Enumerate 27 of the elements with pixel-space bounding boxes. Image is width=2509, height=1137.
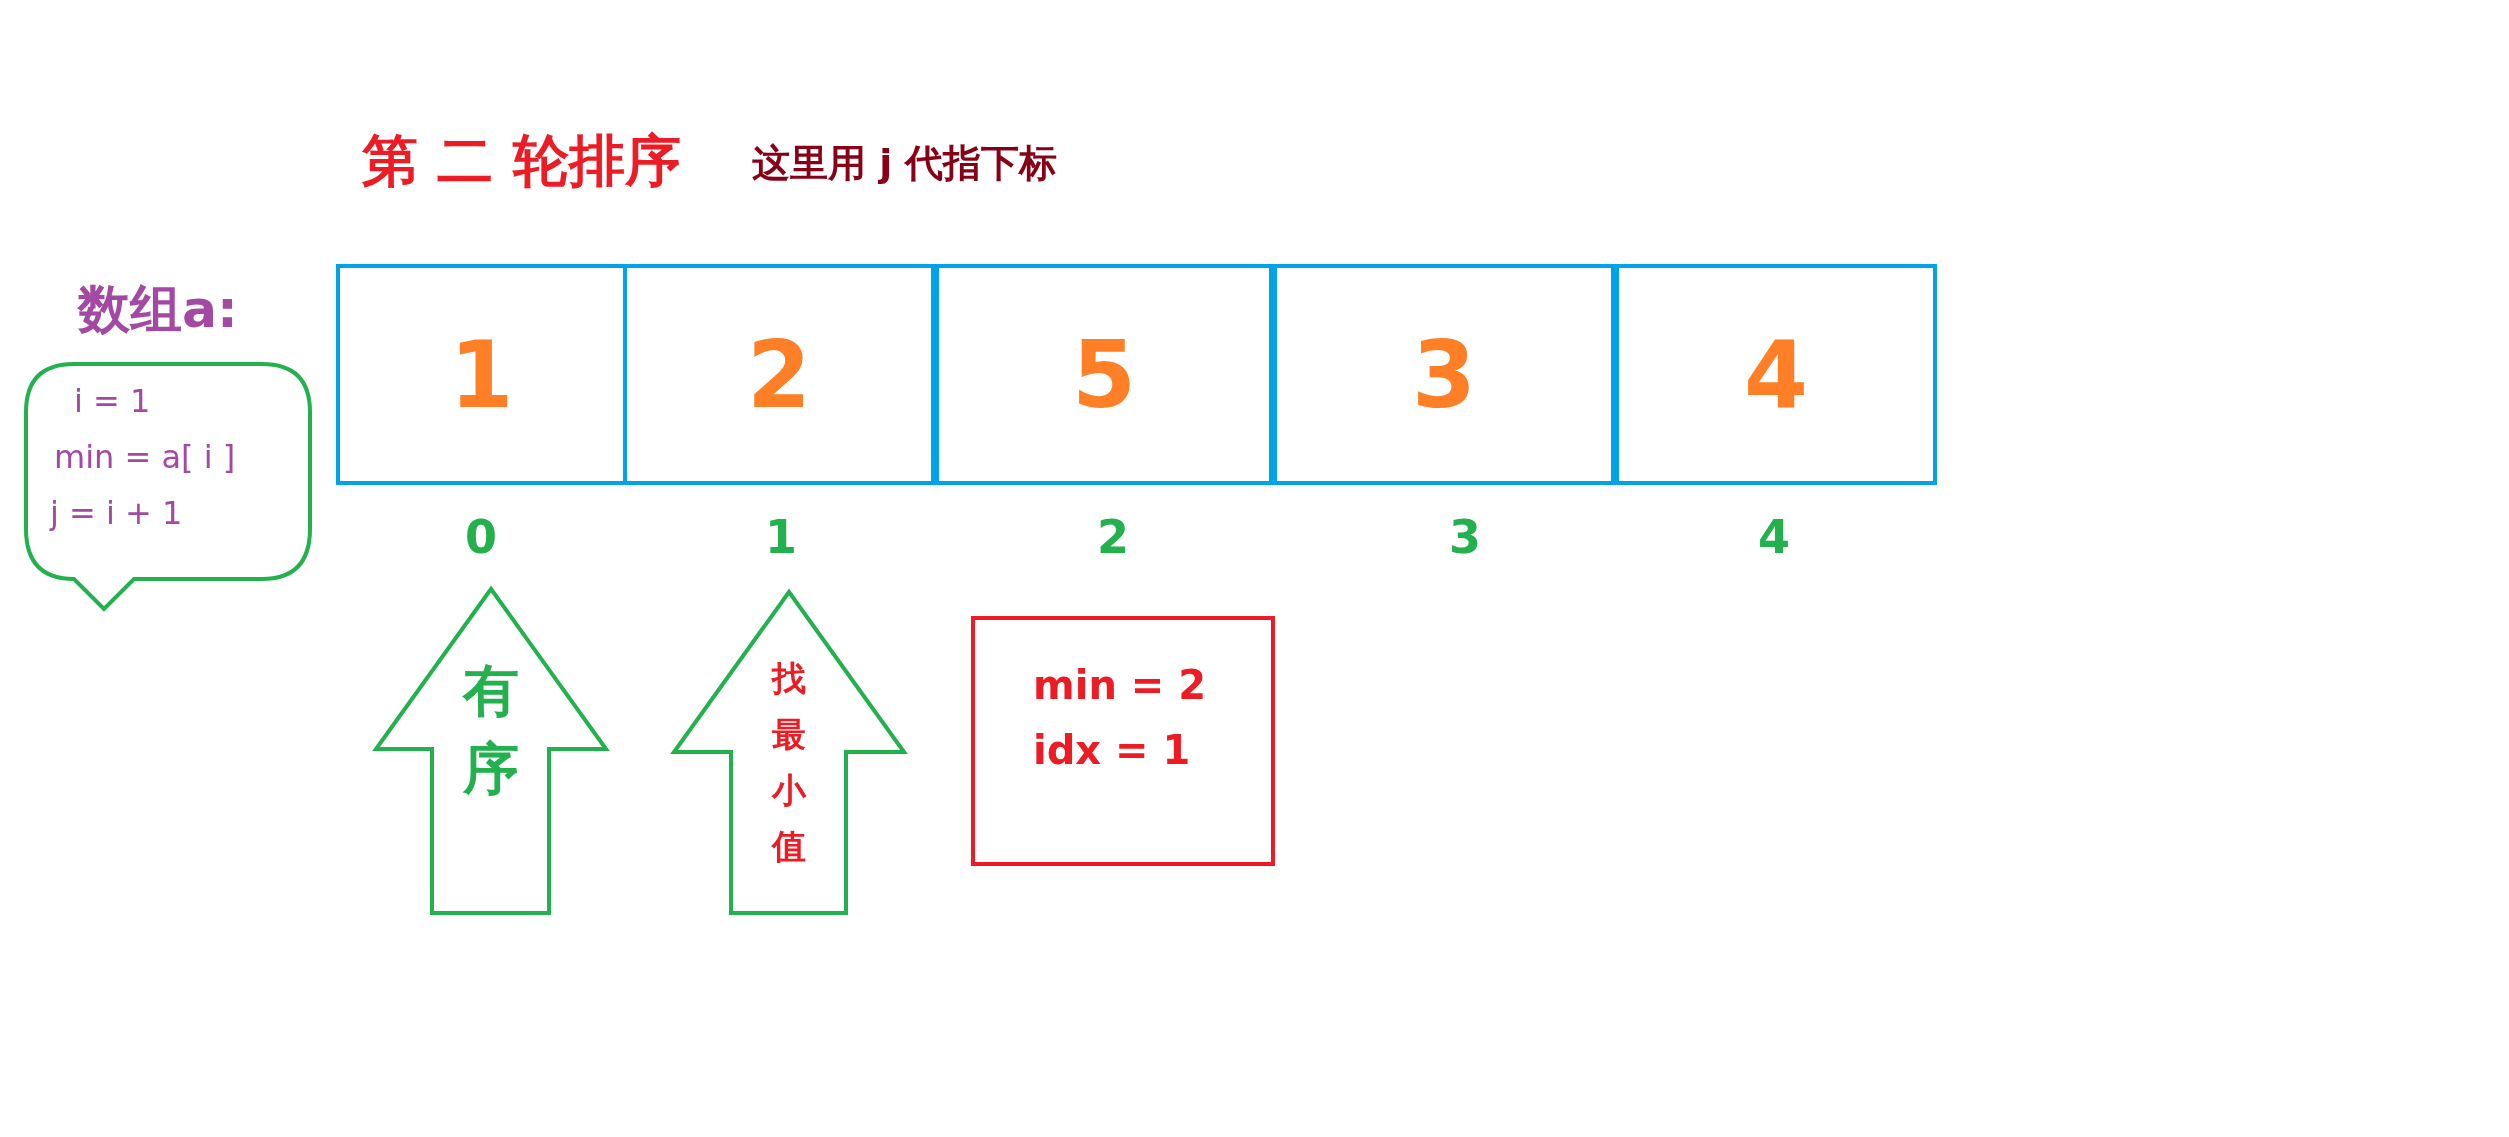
array-cell	[935, 264, 1273, 485]
variable-box	[971, 616, 1275, 866]
index-label: 2	[1097, 510, 1129, 564]
cell-value: 3	[1412, 321, 1476, 428]
variable-value: min = 2	[1033, 662, 1207, 708]
code-line: j = i + 1	[50, 494, 183, 532]
up-arrow-shape	[672, 590, 906, 915]
index-label: 4	[1758, 510, 1790, 564]
vertical-text: 找最小值	[772, 657, 806, 869]
index-label: 1	[765, 510, 797, 564]
cell-value: 5	[1072, 321, 1136, 428]
note-text: 这里用 j 代指下标	[752, 140, 1058, 187]
array-name-label: 数组a:	[78, 278, 238, 341]
array-cell	[1615, 264, 1937, 485]
speech-bubble	[24, 362, 312, 611]
cell-value: 4	[1744, 321, 1808, 428]
cell-value: 1	[449, 321, 514, 428]
diagram-title: 第 二 轮排序	[362, 127, 681, 195]
index-label: 3	[1449, 510, 1481, 564]
index-label: 0	[465, 510, 497, 564]
vertical-text: 有序	[463, 657, 519, 804]
variable-value: idx = 1	[1033, 727, 1191, 773]
code-line: i = 1	[74, 382, 151, 420]
code-line: min = a[ i ]	[54, 438, 236, 476]
cell-value: 2	[747, 321, 811, 428]
array-cell	[1273, 264, 1615, 485]
up-arrow-shape	[374, 587, 608, 915]
